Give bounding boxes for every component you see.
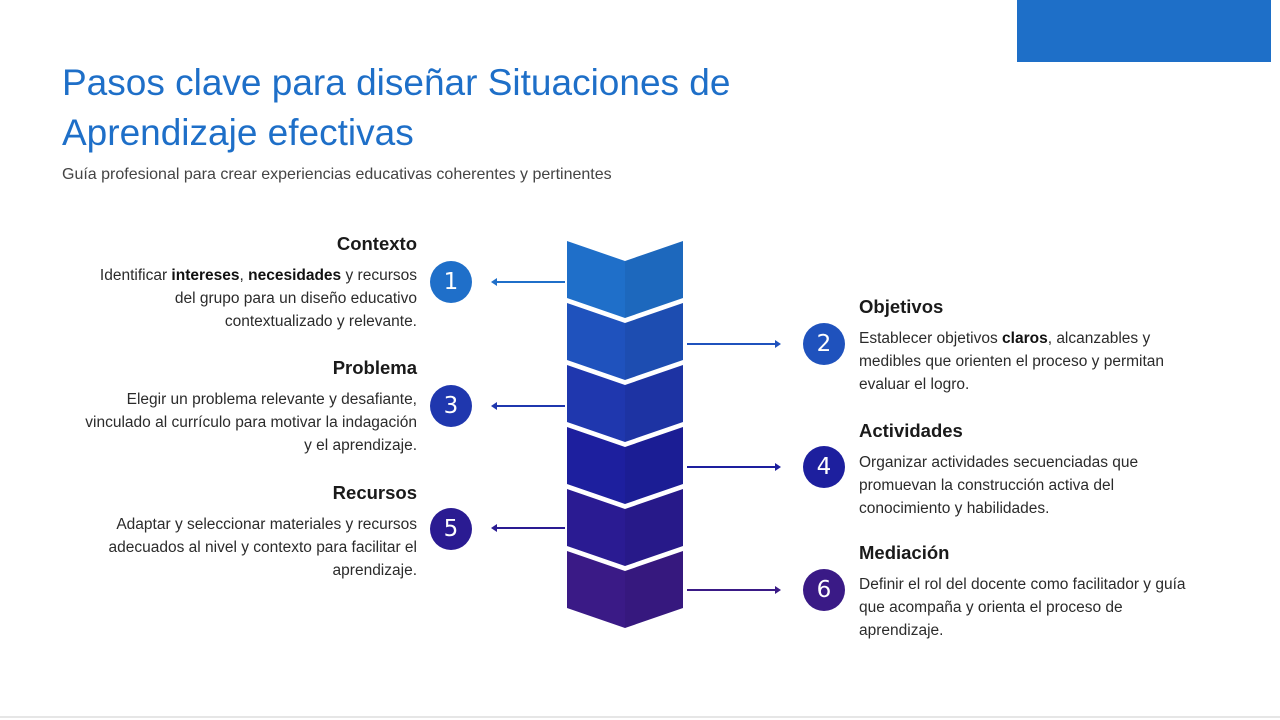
chevron-shade-1 — [625, 241, 683, 318]
bottom-divider — [0, 716, 1280, 718]
step-3-badge: 3 — [430, 385, 472, 427]
step-title: Objetivos — [859, 296, 944, 317]
step-description: Adaptar y seleccionar materiales y recur… — [108, 516, 417, 579]
step-description: Definir el rol del docente como facilita… — [859, 576, 1186, 639]
step-2-badge: 2 — [803, 323, 845, 365]
step-description: Identificar intereses, necesidades y rec… — [99, 267, 417, 330]
step-5-text: Recursos Adaptar y seleccionar materiale… — [77, 482, 417, 582]
chevron-segment-3 — [567, 365, 683, 442]
step-4-badge: 4 — [803, 446, 845, 488]
chevron-shade-4 — [625, 427, 683, 504]
page-subtitle: Guía profesional para crear experiencias… — [62, 166, 612, 183]
step-5-badge: 5 — [430, 508, 472, 550]
step-description: Establecer objetivos claros, alcanzables… — [859, 330, 1165, 393]
chevron-shade-3 — [625, 365, 683, 442]
step-4-text: Actividades Organizar actividades secuen… — [859, 420, 1199, 520]
step-1-connector — [491, 278, 565, 286]
step-6-badge: 6 — [803, 569, 845, 611]
chevron-segment-2 — [567, 303, 683, 380]
step-5-connector — [491, 524, 565, 532]
chevron-shade-6 — [625, 551, 683, 628]
step-title: Recursos — [332, 482, 417, 503]
step-2-connector — [687, 340, 781, 348]
corner-accent-bar — [1017, 0, 1271, 62]
chevron-segment-6 — [567, 551, 683, 628]
step-title: Actividades — [859, 420, 963, 441]
step-3-text: Problema Elegir un problema relevante y … — [77, 357, 417, 457]
chevron-segment-5 — [567, 489, 683, 566]
step-1-text: Contexto Identificar intereses, necesida… — [77, 233, 417, 333]
step-6-connector — [687, 586, 781, 594]
step-title: Contexto — [336, 233, 417, 254]
step-2-text: Objetivos Establecer objetivos claros, a… — [859, 296, 1199, 396]
step-1-badge: 1 — [430, 261, 472, 303]
chevron-segment-4 — [567, 427, 683, 504]
chevron-shade-2 — [625, 303, 683, 380]
chevron-segment-1 — [567, 241, 683, 318]
page-title: Pasos clave para diseñar Situaciones de … — [62, 62, 731, 153]
step-4-connector — [687, 463, 781, 471]
step-description: Organizar actividades secuenciadas que p… — [859, 454, 1139, 517]
step-3-connector — [491, 402, 565, 410]
step-6-text: Mediación Definir el rol del docente com… — [859, 542, 1199, 642]
step-title: Mediación — [859, 542, 950, 563]
step-description: Elegir un problema relevante y desafiant… — [85, 391, 417, 454]
chevron-stack — [567, 241, 683, 628]
step-title: Problema — [332, 357, 417, 378]
chevron-shade-5 — [625, 489, 683, 566]
